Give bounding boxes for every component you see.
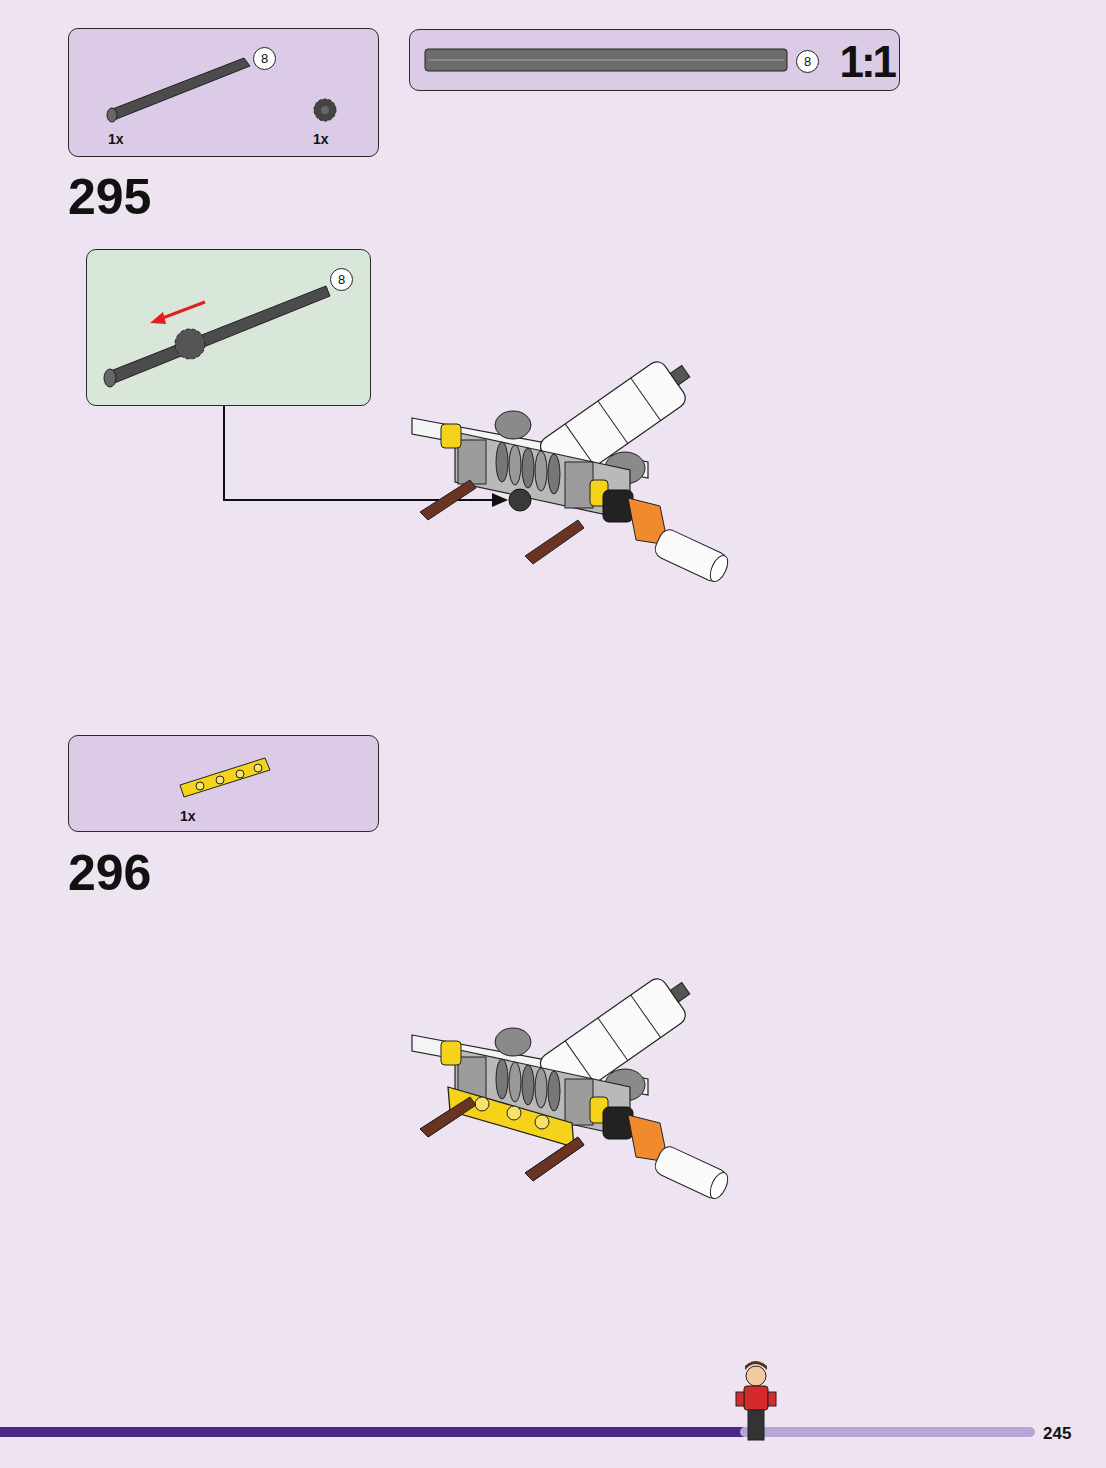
box-text: 1x xyxy=(180,809,196,823)
callout-number: 8 xyxy=(261,52,268,65)
callout-number: 8 xyxy=(330,268,353,291)
callout-number: 8 xyxy=(796,50,819,73)
box-text: 1x xyxy=(313,132,329,146)
scale-box: 1:1 8 xyxy=(409,29,900,91)
step-number: 295 xyxy=(68,172,151,222)
callout-number: 8 xyxy=(804,55,811,68)
box-text: 1:1 xyxy=(839,40,894,84)
parts-list-box: 1x 1x 8 xyxy=(68,28,379,157)
callout-number: 8 xyxy=(338,273,345,286)
callout-number: 8 xyxy=(253,47,276,70)
box-text: 1x xyxy=(108,132,124,146)
step-number: 296 xyxy=(68,848,151,898)
parts-list-box: 1x xyxy=(68,735,379,832)
subassembly-box: 8 xyxy=(86,249,371,406)
page-number: 245 xyxy=(1043,1425,1071,1442)
